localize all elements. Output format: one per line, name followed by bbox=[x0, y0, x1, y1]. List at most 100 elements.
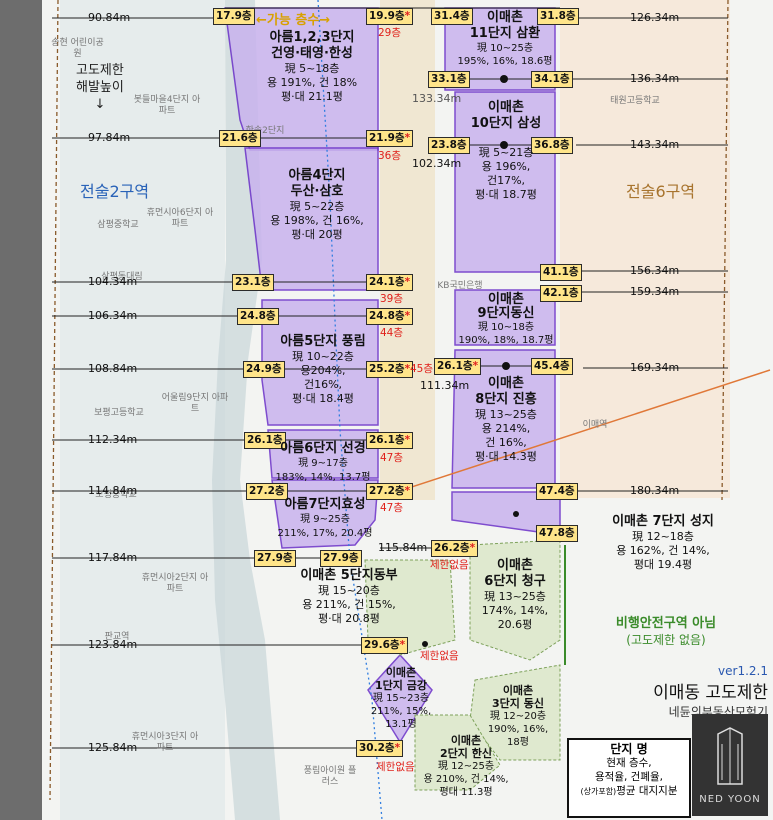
map-label-0: 송현 어린이공원 bbox=[51, 38, 104, 59]
complex-line: 現 9~17층 bbox=[298, 458, 348, 469]
red-note-3: 44층 bbox=[380, 327, 404, 339]
block-imae-2 bbox=[414, 714, 501, 791]
complex-line: 용 214%, bbox=[481, 422, 531, 435]
complex-title: 이매촌 bbox=[385, 666, 417, 679]
floor-tag-8: 24.9층 bbox=[243, 361, 285, 378]
floor-tag-3: 21.9층* bbox=[366, 130, 414, 147]
map-label-2: 한솔2단지 bbox=[245, 126, 285, 136]
complex-line: 건16%, bbox=[303, 378, 343, 391]
complex-line: 現 15~20층 bbox=[318, 584, 380, 597]
ned-yoon-logo: NED YOON bbox=[692, 714, 768, 816]
complex-title: 아름4단지 bbox=[288, 168, 346, 183]
complex-subtitle: 2단지 한신 bbox=[440, 747, 492, 760]
elev-mid-0: 133.34m bbox=[412, 92, 462, 105]
floor-tag-asterisk: * bbox=[404, 434, 411, 446]
floor-tag-11: 26.1층* bbox=[366, 432, 414, 449]
complex-line: 190%, 18%, 18.7평 bbox=[458, 335, 554, 346]
map-label-9: 휴먼시아2단지 아파트 bbox=[141, 573, 209, 594]
floor-tag-asterisk: * bbox=[404, 310, 411, 322]
zone-east-label: 전술6구역 bbox=[626, 182, 696, 201]
complex-line: 용 191%, 건 18% bbox=[266, 76, 358, 89]
orange-line bbox=[377, 369, 771, 499]
elev-right-5: 169.34m bbox=[630, 361, 680, 374]
complex-line: 現 5~22층 bbox=[289, 200, 345, 213]
complex-subtitle: 3단지 동신 bbox=[492, 697, 544, 710]
complex-title: 아름1,2,3단지 bbox=[269, 30, 355, 45]
complex-line: 평·대 20.8평 bbox=[318, 612, 380, 625]
elev-left-7: 117.84m bbox=[88, 551, 138, 564]
key-title: 단지 명 bbox=[610, 742, 648, 756]
elev-left-6: 114.84m bbox=[88, 484, 138, 497]
elev-right-0: 126.34m bbox=[630, 11, 680, 24]
block-imae-3 bbox=[469, 664, 561, 761]
map-label-6: KB국민은행 bbox=[437, 281, 483, 291]
block-areum-4 bbox=[244, 147, 379, 291]
complex-line: 평·대 21.1평 bbox=[281, 90, 343, 103]
building-icon bbox=[717, 727, 743, 785]
complex-line: 건17%, bbox=[486, 174, 526, 187]
complex-imae-5: 이매촌 5단지동부 現 15~20층 용 211%, 건 15%, 평·대 20… bbox=[290, 568, 408, 626]
complex-line: 174%, 14%, bbox=[481, 604, 549, 617]
complex-subtitle: 두산·삼호 bbox=[290, 184, 344, 199]
complex-line: 13.1평 bbox=[385, 719, 417, 730]
elevation-note-line1: 고도제한 bbox=[76, 63, 124, 78]
map-label-3: 휴먼시아6단지 아파트 bbox=[146, 208, 214, 229]
marker-dots bbox=[422, 75, 519, 647]
elev-left-9: 125.84m bbox=[88, 741, 138, 754]
red-note-7: 제한없음 bbox=[430, 559, 469, 571]
complex-title: 이매촌 bbox=[450, 734, 482, 747]
floor-tag-asterisk: * bbox=[404, 363, 411, 375]
complex-line: 건 16%, bbox=[485, 436, 527, 449]
complex-line: 現 13~25층 bbox=[475, 408, 537, 421]
complex-title: 이매촌 bbox=[488, 376, 524, 391]
floor-tag-0: 17.9층 bbox=[213, 8, 255, 25]
complex-imae-8: 이매촌 8단지 진흥 現 13~25층 용 214%, 건 16%, 평·대 1… bbox=[458, 376, 554, 464]
river-band bbox=[212, 0, 280, 820]
elev-left-1: 97.84m bbox=[88, 131, 131, 144]
elev-right-4: 159.34m bbox=[630, 285, 680, 298]
road-strip bbox=[380, 0, 435, 500]
floor-tag-asterisk: * bbox=[404, 276, 411, 288]
elev-right-3: 156.34m bbox=[630, 264, 680, 277]
complex-line: 190%, 16%, bbox=[487, 724, 549, 735]
map-label-12: 태원고등학교 bbox=[610, 96, 660, 106]
block-areum-7 bbox=[271, 479, 379, 549]
left-border bbox=[0, 0, 42, 820]
complex-line: 18평 bbox=[507, 737, 529, 748]
floor-tag-asterisk: * bbox=[404, 10, 411, 22]
complex-line: 평·대 20평 bbox=[291, 228, 343, 241]
complex-subtitle: 1단지 금강 bbox=[375, 679, 427, 692]
red-note-8: 제한없음 bbox=[420, 650, 459, 662]
range-label: ←가능 층수→ bbox=[256, 13, 331, 28]
complex-title: 이매촌 bbox=[487, 10, 523, 25]
floor-tag-21: 34.1층 bbox=[531, 71, 573, 88]
complex-line: 現 10~22층 bbox=[292, 350, 354, 363]
floor-tag-16: 29.6층* bbox=[361, 637, 409, 654]
floor-tag-19: 31.8층 bbox=[537, 8, 579, 25]
complex-subtitle: 6단지 청구 bbox=[484, 574, 546, 589]
elev-left-2: 104.34m bbox=[88, 275, 138, 288]
elev-left-0: 90.84m bbox=[88, 11, 131, 24]
red-note-6: 47층 bbox=[380, 502, 404, 514]
floor-tag-9: 25.2층* bbox=[366, 361, 414, 378]
block-imae-9 bbox=[454, 289, 556, 346]
complex-line: 211%, 15%, bbox=[370, 706, 432, 717]
complex-line: 용 211%, 건 15%, bbox=[302, 598, 396, 611]
complex-subtitle: 8단지 진흥 bbox=[475, 392, 537, 407]
complex-imae-10: 이매촌 10단지 삼성 現 5~21층 용 196%, 건17%, 평·대 18… bbox=[458, 100, 554, 202]
left-elev-lines bbox=[52, 17, 362, 749]
complex-imae-2: 이매촌 2단지 한신 現 12~25층 용 210%, 건 14%, 평대 11… bbox=[420, 734, 512, 799]
map-label-5: 삼평동대림 bbox=[101, 272, 143, 282]
complex-line: 現 9~25층 bbox=[300, 514, 350, 525]
floor-tag-17: 30.2층* bbox=[356, 740, 404, 757]
west-boundary bbox=[49, 0, 59, 801]
floor-tag-15: 27.9층 bbox=[320, 550, 362, 567]
non-flight-note: 비행안전구역 아님 (고도제한 없음) bbox=[566, 612, 766, 648]
floor-tag-28: 47.4층 bbox=[536, 483, 578, 500]
complex-line: 평대 19.4평 bbox=[633, 558, 693, 571]
floor-tag-asterisk: * bbox=[404, 485, 411, 497]
floor-tag-27: 45.4층 bbox=[531, 358, 573, 375]
map-label-4: 삼평중학교 bbox=[97, 220, 139, 230]
